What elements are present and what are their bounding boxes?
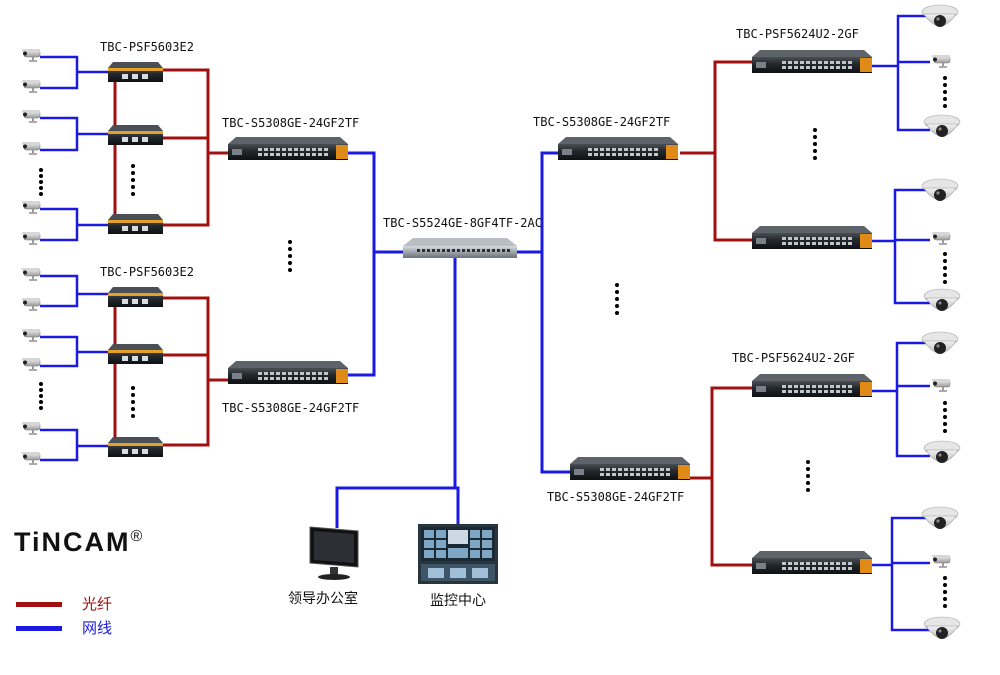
agg-switch-right-bottom: [570, 457, 690, 480]
brand-name: TiNCAM: [14, 527, 131, 557]
access-switch-left-2: [108, 125, 163, 145]
camera-links-left: [40, 55, 108, 462]
access-switch-left-3: [108, 214, 163, 234]
access-switch-right-3: [752, 374, 872, 397]
label-agg-right-bottom: TBC-S5308GE-24GF2TF: [547, 490, 685, 504]
access-switch-left-1: [108, 62, 163, 82]
label-monitor-center: 监控中心: [430, 593, 486, 609]
label-core-switch: TBC-S5524GE-8GF4TF-2AC: [383, 216, 542, 230]
label-agg-left-top: TBC-S5308GE-24GF2TF: [222, 116, 360, 130]
legend-network-label: 网线: [82, 619, 113, 637]
ellipsis-dots: [39, 76, 947, 608]
video-wall-icon: [418, 524, 498, 584]
label-access-left-bottom: TBC-PSF5603E2: [100, 265, 194, 279]
dome-camera-icon: [921, 4, 961, 640]
access-switch-left-4: [108, 287, 163, 307]
legend-fiber-swatch: [16, 602, 62, 607]
bullet-camera-icon: [21, 48, 41, 466]
agg-switch-left-top: [228, 137, 348, 160]
legend-network-swatch: [16, 626, 62, 631]
access-switch-left-5: [108, 344, 163, 364]
label-access-right-bottom: TBC-PSF5624U2-2GF: [732, 351, 855, 365]
brand-logo: TiNCAM®: [14, 527, 144, 558]
access-switch-right-1: [752, 50, 872, 73]
network-links: [335, 151, 572, 528]
agg-switch-right-top: [558, 137, 678, 160]
monitor-icon: [309, 526, 359, 580]
label-agg-left-bottom: TBC-S5308GE-24GF2TF: [222, 401, 360, 415]
label-office: 领导办公室: [288, 591, 358, 607]
access-switch-right-4: [752, 551, 872, 574]
label-access-left-top: TBC-PSF5603E2: [100, 40, 194, 54]
registered-mark: ®: [130, 528, 145, 545]
fiber-links-right: [680, 60, 755, 567]
fiber-links-left: [113, 68, 228, 447]
agg-switch-left-bottom: [228, 361, 348, 384]
legend-fiber-label: 光纤: [82, 595, 113, 613]
access-switch-right-2: [752, 226, 872, 249]
core-switch: [403, 238, 517, 258]
access-switch-left-6: [108, 437, 163, 457]
label-agg-right-top: TBC-S5308GE-24GF2TF: [533, 115, 671, 129]
camera-links-right: [870, 14, 930, 632]
label-access-right-top: TBC-PSF5624U2-2GF: [736, 27, 859, 41]
